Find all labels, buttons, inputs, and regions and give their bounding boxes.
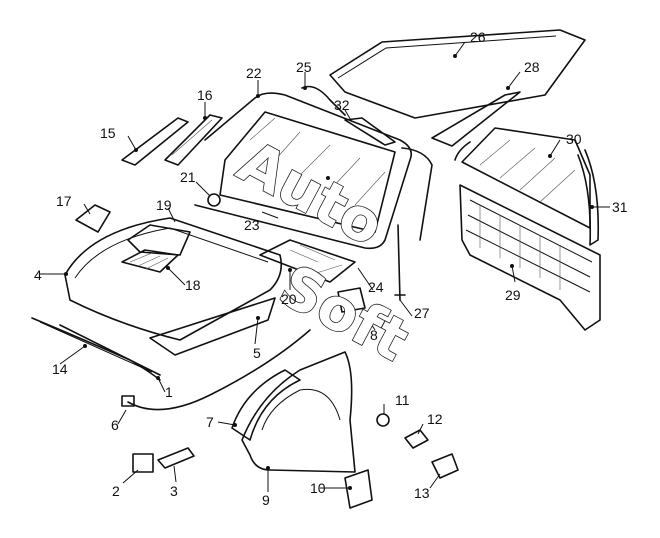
callout-20: 20 bbox=[281, 291, 297, 307]
leader-lines bbox=[40, 41, 610, 492]
hood-scoop bbox=[127, 224, 191, 256]
leader-dots bbox=[64, 54, 594, 490]
callout-32: 32 bbox=[334, 97, 350, 113]
callout-30: 30 bbox=[566, 131, 582, 147]
cable-handle bbox=[121, 395, 135, 407]
rear-bed-panel bbox=[459, 184, 601, 331]
callout-18: 18 bbox=[185, 277, 201, 293]
clip-32 bbox=[344, 117, 396, 146]
callout-27: 27 bbox=[414, 305, 430, 321]
callout-13: 13 bbox=[414, 485, 430, 501]
antenna bbox=[394, 224, 406, 301]
callout-10: 10 bbox=[310, 480, 326, 496]
callout-labels: 1 2 3 4 5 6 7 8 9 10 11 12 13 14 15 16 1… bbox=[34, 29, 628, 508]
callout-4: 4 bbox=[34, 267, 42, 283]
callout-9: 9 bbox=[262, 492, 270, 508]
hood-insulation bbox=[149, 297, 276, 356]
watermark-auto: Auto bbox=[227, 127, 395, 259]
callout-25: 25 bbox=[296, 59, 312, 75]
callout-31: 31 bbox=[612, 199, 628, 215]
windscreen-glass bbox=[219, 111, 396, 233]
roof-rear-seal bbox=[431, 91, 521, 147]
roof-panel bbox=[329, 29, 586, 119]
callout-26: 26 bbox=[470, 29, 486, 45]
vent-grille bbox=[121, 249, 179, 273]
callout-19: 19 bbox=[156, 197, 172, 213]
bracket-2 bbox=[132, 453, 154, 473]
callout-2: 2 bbox=[112, 483, 120, 499]
callout-3: 3 bbox=[170, 483, 178, 499]
hood-seal-strip bbox=[59, 324, 161, 376]
callout-12: 12 bbox=[427, 411, 443, 427]
callout-23: 23 bbox=[244, 217, 260, 233]
side-marker-lamp bbox=[431, 453, 459, 479]
wiper-arm bbox=[121, 117, 189, 166]
front-fender bbox=[241, 351, 356, 473]
callout-1: 1 bbox=[165, 384, 173, 400]
callout-22: 22 bbox=[246, 65, 262, 81]
callout-5: 5 bbox=[253, 345, 261, 361]
bulb bbox=[376, 413, 390, 427]
callout-24: 24 bbox=[368, 279, 384, 295]
cowl-grille bbox=[259, 239, 356, 283]
lamp-socket bbox=[404, 429, 429, 449]
callout-8: 8 bbox=[370, 327, 378, 343]
callout-21: 21 bbox=[180, 169, 196, 185]
release-cable bbox=[127, 329, 311, 411]
callout-15: 15 bbox=[100, 125, 116, 141]
callout-7: 7 bbox=[206, 414, 214, 430]
mud-flap bbox=[344, 469, 373, 509]
wiper-blade bbox=[164, 114, 223, 166]
washer-nozzle bbox=[207, 193, 221, 207]
wheel-arch-liner bbox=[231, 369, 301, 441]
callout-16: 16 bbox=[197, 87, 213, 103]
callout-28: 28 bbox=[524, 59, 540, 75]
hood-bonnet bbox=[64, 217, 283, 341]
callout-17: 17 bbox=[56, 193, 72, 209]
callout-29: 29 bbox=[505, 287, 521, 303]
rear-window-glass bbox=[461, 127, 591, 229]
callout-6: 6 bbox=[111, 417, 119, 433]
callout-14: 14 bbox=[52, 361, 68, 377]
callout-11: 11 bbox=[395, 392, 410, 408]
hood-hinge bbox=[75, 204, 111, 233]
bracket-8 bbox=[337, 287, 366, 313]
clip-3 bbox=[157, 447, 195, 469]
rear-window-seal bbox=[454, 141, 600, 246]
